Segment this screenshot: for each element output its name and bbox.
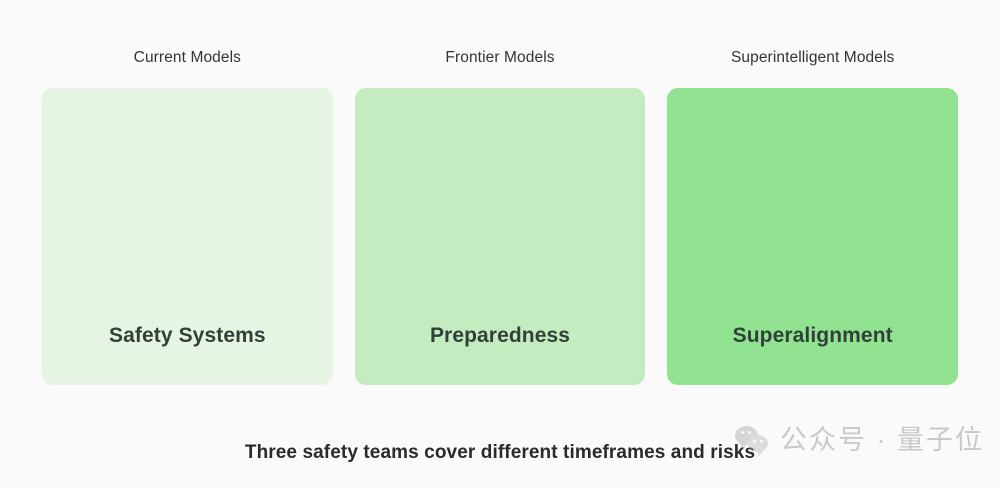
column-header-superintelligent-models: Superintelligent Models bbox=[730, 49, 895, 66]
card-label-preparedness: Preparedness bbox=[429, 324, 571, 347]
columns-row: Current Models Safety Systems Frontier M… bbox=[42, 48, 959, 385]
card-preparedness[interactable]: Preparedness bbox=[354, 88, 646, 385]
column-frontier-models: Frontier Models Preparedness bbox=[354, 48, 646, 385]
column-header-frontier-models: Frontier Models bbox=[445, 49, 555, 66]
card-superalignment[interactable]: Superalignment bbox=[667, 88, 959, 385]
column-current-models: Current Models Safety Systems bbox=[42, 48, 333, 385]
column-superintelligent-models: Superintelligent Models Superalignment bbox=[667, 48, 959, 385]
card-label-superalignment: Superalignment bbox=[732, 324, 893, 347]
diagram-caption: Three safety teams cover different timef… bbox=[244, 442, 756, 463]
card-safety-systems[interactable]: Safety Systems bbox=[42, 88, 333, 385]
card-label-safety-systems: Safety Systems bbox=[109, 324, 266, 347]
column-header-current-models: Current Models bbox=[133, 49, 242, 66]
